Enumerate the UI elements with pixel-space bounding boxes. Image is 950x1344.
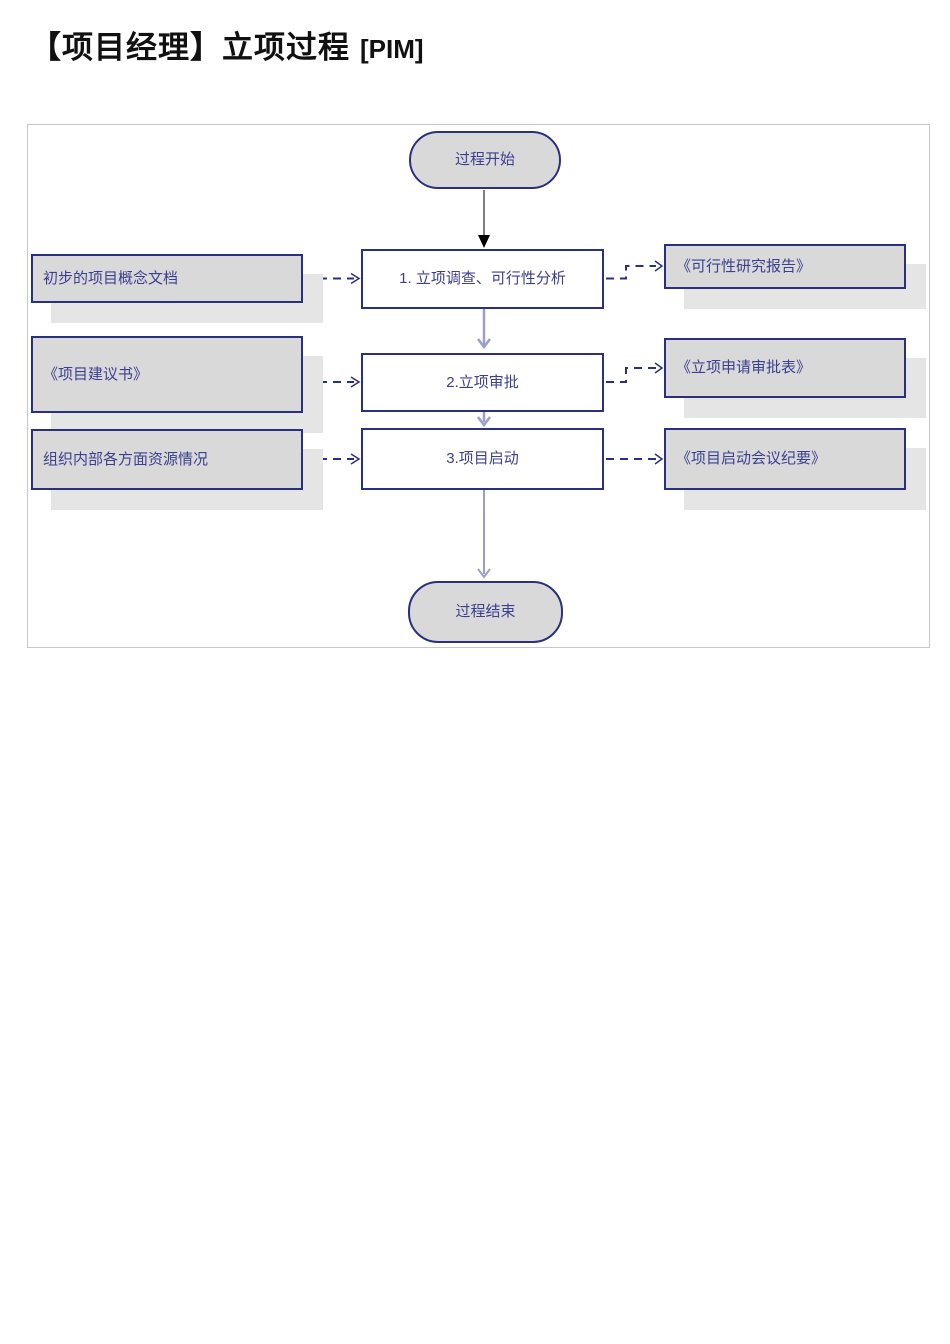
arrow-input3-to-step3 <box>305 453 361 465</box>
step-2-box: 2.立项审批 <box>361 353 604 412</box>
page-title: 【项目经理】立项过程 [PIM] <box>30 22 424 67</box>
input-1-box: 初步的项目概念文档 <box>31 254 303 303</box>
step-1-label: 1. 立项调查、可行性分析 <box>399 270 566 287</box>
arrow-input2-to-step2 <box>305 376 361 388</box>
arrow-step2-to-output2 <box>606 362 664 383</box>
output-1-box: 《可行性研究报告》 <box>664 244 906 289</box>
step-1-box: 1. 立项调查、可行性分析 <box>361 249 604 309</box>
start-node-label: 过程开始 <box>454 151 515 168</box>
output-3-label: 《项目启动会议纪要》 <box>676 450 827 467</box>
page-title-text: 【项目经理】立项过程 <box>30 30 350 65</box>
step-2-label: 2.立项审批 <box>446 373 519 391</box>
output-1-label: 《可行性研究报告》 <box>676 257 812 275</box>
arrow-step1-to-step2 <box>477 309 491 350</box>
end-node: 过程结束 <box>408 581 563 643</box>
arrow-step3-to-end <box>477 490 491 579</box>
flowchart-frame: 过程开始 过程结束 1. 立项调查、可行性分析 2.立项审批 3.项目启动 初步… <box>27 124 930 648</box>
output-2-box: 《立项申请审批表》 <box>664 338 906 398</box>
output-3-box: 《项目启动会议纪要》 <box>664 428 906 490</box>
step-3-box: 3.项目启动 <box>361 428 604 490</box>
arrow-step2-to-step3 <box>477 412 491 428</box>
input-3-box: 组织内部各方面资源情况 <box>31 429 303 490</box>
start-node: 过程开始 <box>409 131 561 189</box>
input-1-label: 初步的项目概念文档 <box>43 269 179 287</box>
arrow-input1-to-step1 <box>305 272 361 285</box>
arrow-start-to-step1 <box>478 190 490 248</box>
end-node-label: 过程结束 <box>455 603 516 620</box>
arrow-step1-to-output1 <box>606 260 664 280</box>
page-title-tag: [PIM] <box>360 34 424 64</box>
arrow-step3-to-output3 <box>606 453 664 465</box>
output-2-label: 《立项申请审批表》 <box>676 359 812 376</box>
step-3-label: 3.项目启动 <box>446 450 519 467</box>
input-2-label: 《项目建议书》 <box>43 365 149 383</box>
input-3-label: 组织内部各方面资源情况 <box>43 450 209 468</box>
input-2-box: 《项目建议书》 <box>31 336 303 413</box>
